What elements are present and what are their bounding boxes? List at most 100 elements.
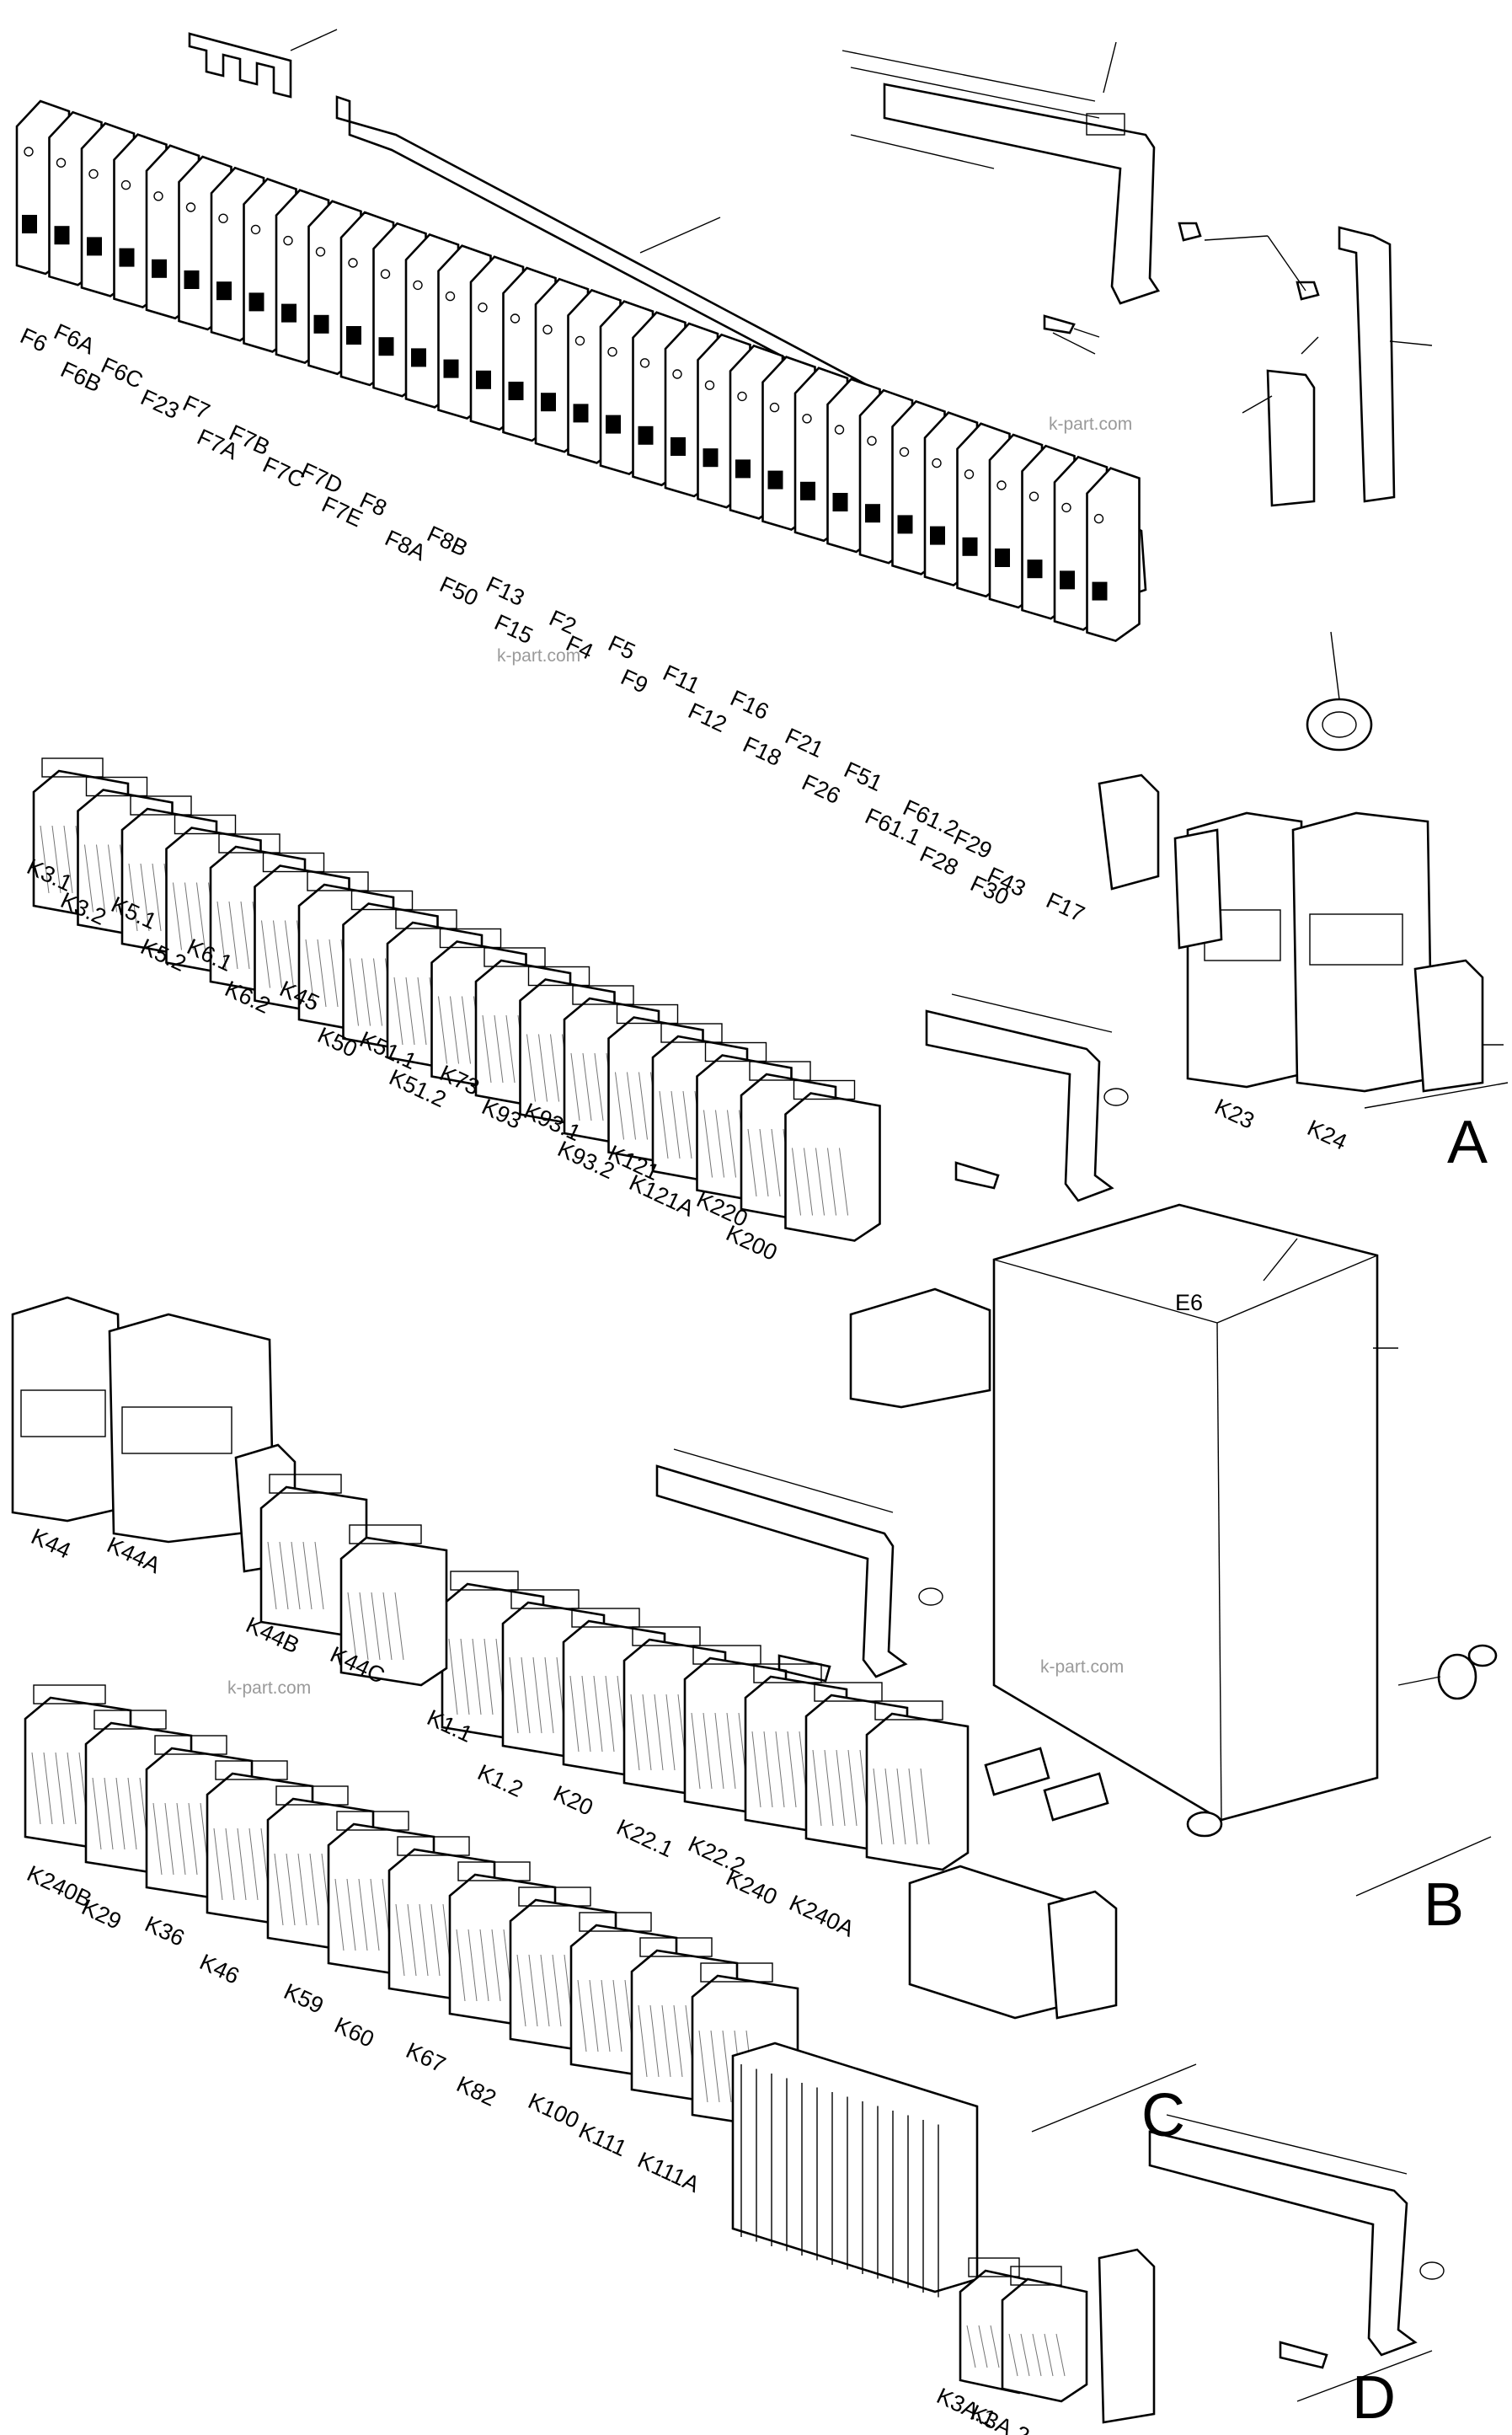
- relay-hatch: [346, 1878, 356, 1951]
- relay-hatch: [184, 882, 194, 950]
- relay-hatch: [382, 1592, 393, 1661]
- relay-hatch: [261, 920, 270, 988]
- fuse-labels-item: F15: [490, 609, 537, 649]
- section-letter-d: D: [1352, 2364, 1396, 2432]
- relay-hatch: [128, 863, 138, 932]
- relay-hatch: [665, 1694, 676, 1771]
- relay-hatch: [43, 1752, 53, 1825]
- relay-hatch: [630, 1694, 640, 1771]
- fuse-screw: [88, 169, 99, 179]
- relay-hatch: [815, 1148, 825, 1216]
- fuse-screw: [250, 224, 261, 235]
- rail-bracket-a: [925, 993, 1129, 1202]
- relay-row-4: [959, 2257, 1088, 2403]
- relay-hatch: [775, 1731, 785, 1808]
- relay-hatch: [274, 1853, 284, 1926]
- relay-hatch: [479, 1929, 489, 2002]
- fuse-switch: [508, 382, 524, 400]
- relay-hatch: [196, 882, 206, 950]
- relay-hatch: [582, 1052, 592, 1121]
- relay-terminal-block: [579, 1912, 652, 1932]
- relay-hatch: [84, 844, 93, 912]
- relay-hatch: [659, 1090, 669, 1159]
- fuse-switch: [22, 215, 37, 233]
- relay-hatch: [108, 844, 117, 912]
- fuse-screw: [574, 335, 585, 346]
- fuse-switch: [346, 326, 361, 345]
- fuse-screw: [672, 369, 682, 379]
- relay-terminal-block: [1010, 2266, 1062, 2286]
- relay-row3-labels-item: K111A: [633, 2147, 703, 2197]
- relay-terminal-block: [397, 1836, 470, 1856]
- relay-hatch: [1020, 2333, 1030, 2377]
- relay-hatch: [334, 1878, 345, 1951]
- section-letter-c: C: [1141, 2082, 1185, 2149]
- relay-hatch: [505, 1014, 516, 1084]
- relay-hatch: [908, 1768, 918, 1845]
- relay-hatch: [839, 1148, 848, 1216]
- relay-hatch: [405, 977, 415, 1046]
- relay-hatch: [759, 1128, 769, 1197]
- relay-hatch: [682, 1090, 692, 1159]
- relay-hatch: [569, 1675, 580, 1753]
- fuse-screw: [1028, 491, 1039, 501]
- relay-hatch: [237, 1828, 247, 1901]
- relay-hatch: [528, 1954, 538, 2027]
- relay-terminal-block: [660, 1023, 723, 1043]
- connector-plug: [1306, 631, 1373, 752]
- relay-hatch: [482, 1014, 492, 1084]
- relay-hatch: [804, 1148, 813, 1216]
- contactor-group-k44: [11, 1296, 297, 1573]
- relay-terminal-block: [814, 1682, 883, 1702]
- relay-hatch: [671, 1090, 681, 1159]
- relay-hatch: [638, 1072, 648, 1140]
- relay-hatch: [297, 1853, 307, 1926]
- relay-hatch: [526, 1034, 536, 1102]
- relay-hatch: [395, 1903, 405, 1977]
- relay-hatch: [92, 1777, 102, 1850]
- relay-hatch: [703, 1110, 713, 1178]
- fuse-screw: [283, 235, 293, 246]
- relay-row2-labels-item: K240: [722, 1865, 781, 1910]
- fuse-switch: [216, 281, 232, 301]
- relay-hatch: [710, 2030, 720, 2103]
- relay-hatch: [173, 882, 182, 950]
- relay-hatch: [267, 1541, 277, 1610]
- fuse-screw: [932, 458, 942, 468]
- fuse-screw: [510, 313, 521, 324]
- relay-hatch: [438, 996, 447, 1064]
- relay-terminal-block: [692, 1645, 761, 1665]
- relay-hatch: [698, 2030, 708, 2103]
- relay-hatch: [430, 1903, 441, 1977]
- relay-hatch: [216, 901, 227, 970]
- relay-hatch: [691, 1712, 701, 1790]
- relay-terminal-block: [968, 2257, 1020, 2277]
- relay-terminal-block: [700, 1962, 773, 1983]
- relay-terminal-block: [350, 890, 414, 911]
- relay-row-1: [32, 757, 881, 1242]
- relay-row-2: [259, 1474, 970, 1871]
- fuse-switch: [281, 303, 297, 323]
- relay-hatch: [462, 996, 471, 1064]
- relay-terminal-block: [518, 1886, 591, 1907]
- relay-row3-labels-item: K29: [77, 1894, 125, 1934]
- fuse-end-cap: [1098, 773, 1160, 891]
- relay-row3-labels-item: K36: [141, 1911, 188, 1951]
- relay-hatch: [1044, 2333, 1054, 2377]
- relay-hatch: [31, 1752, 41, 1825]
- relay-hatch: [605, 1675, 615, 1753]
- fuse-screw: [56, 158, 67, 168]
- relay-hatch: [649, 2004, 660, 2078]
- relay-terminal-block: [154, 1735, 227, 1755]
- relay-hatch: [96, 844, 105, 912]
- rail-bracket-d: [1098, 2114, 1445, 2424]
- relay-terminal-block: [85, 776, 148, 797]
- relay-hatch: [115, 1777, 126, 1850]
- fuse-screw: [185, 202, 196, 212]
- relay-hatch: [213, 1828, 223, 1901]
- fuse-screw: [348, 258, 358, 268]
- relay-hatch: [248, 1828, 259, 1901]
- relay-hatch: [673, 2004, 683, 2078]
- relay-hatch: [544, 1656, 554, 1734]
- relay-hatch: [638, 2004, 648, 2078]
